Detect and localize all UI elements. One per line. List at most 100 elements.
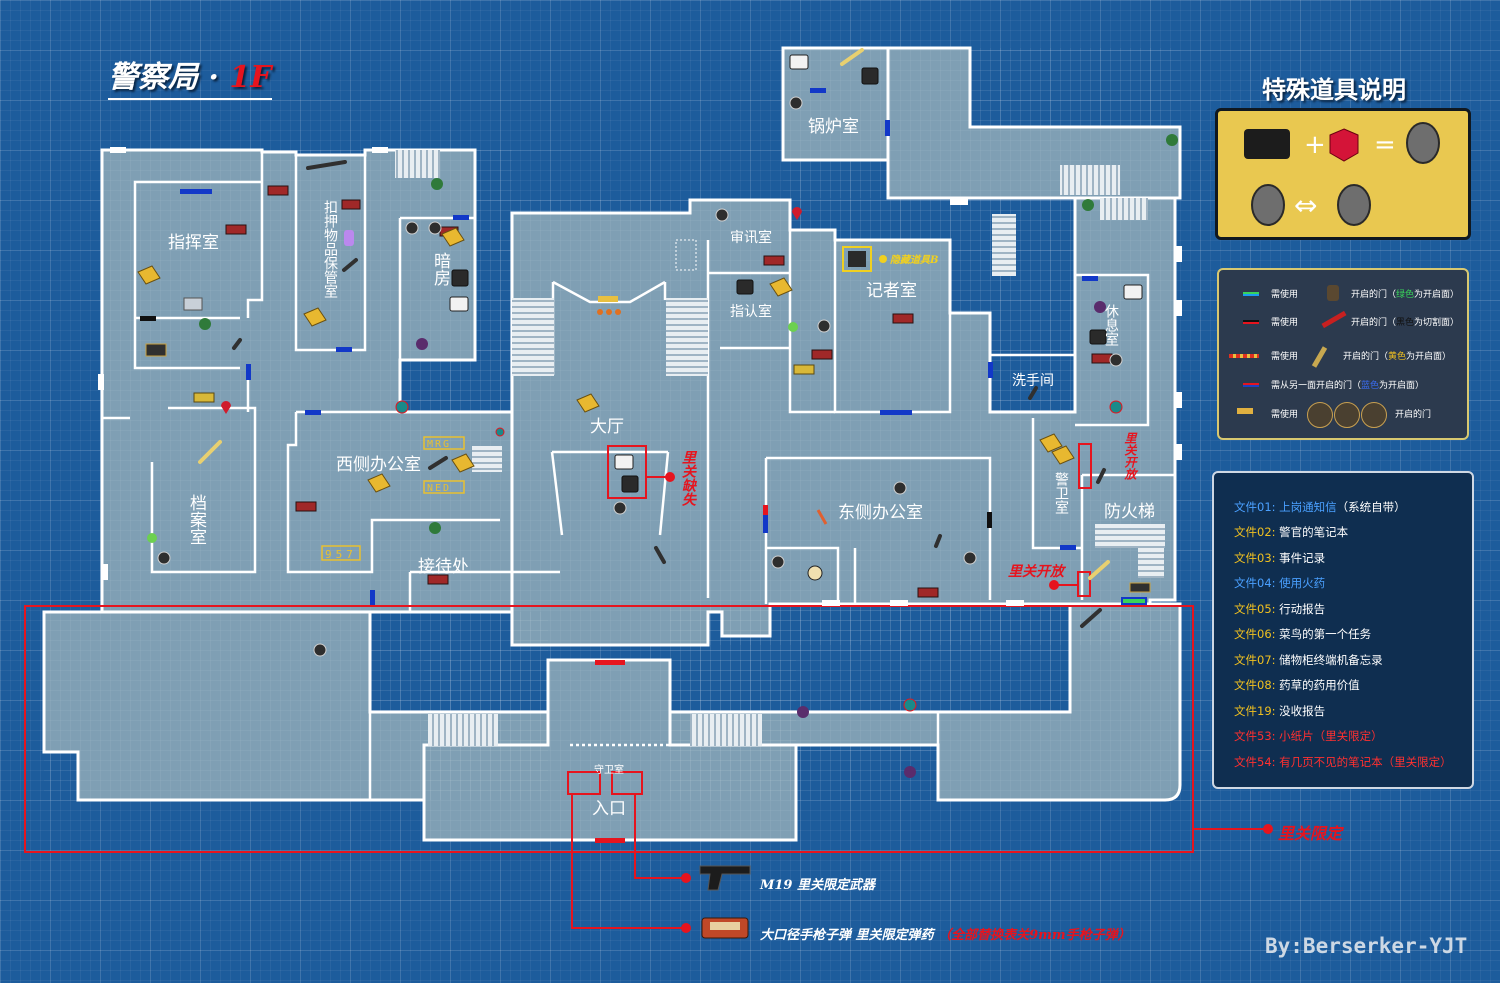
legend-row: 需使用 开启的门（黑色为切割面）: [1219, 308, 1467, 336]
crank-handle-icon: [1311, 346, 1328, 368]
swatch-red-blue: [1243, 383, 1259, 387]
medallion-slot-icon: [606, 309, 612, 315]
file-row: 文件05: 行动报告: [1234, 602, 1326, 616]
legend-row: 需从另一面开启的门（蓝色为开启面）: [1219, 371, 1467, 399]
label-code-mrg: MRG: [427, 439, 451, 450]
label-code-957: 957: [325, 548, 357, 561]
label-boiler: 锅炉室: [808, 117, 859, 137]
door-legend: 需使用 开启的门（绿色为开启面） 需使用 开启的门（黑色为切割面） 需使用 开启…: [1217, 268, 1469, 440]
swatch-gold-bar: [1237, 408, 1253, 414]
grenade-icon: [157, 96, 1123, 657]
label-command: 指挥室: [168, 233, 219, 253]
stairs-entrance-right: [690, 714, 762, 746]
floor-grid: [44, 48, 1180, 840]
file-row: 文件07: 储物柜终端机备忘录: [1234, 653, 1383, 667]
room-labels: 指挥室 西侧办公室 接待处 大厅 锅炉室 审讯室 指认室 记者室 洗手间 防火梯…: [168, 117, 1155, 819]
box-icon: [1244, 129, 1290, 159]
label-fire-escape: 防火梯: [1104, 502, 1155, 522]
equals-sign: =: [1374, 130, 1396, 160]
swap-sign: ⇔: [1294, 189, 1317, 222]
file-row: 文件04: 使用火药: [1234, 576, 1326, 590]
mannequin-icon: [395, 400, 1123, 712]
door-green-blue: [1121, 597, 1147, 605]
gun-part-icon: [232, 160, 1106, 628]
door-blue: [1060, 545, 1076, 550]
label-restroom: 洗手间: [1012, 373, 1054, 389]
interior-walls: [102, 48, 1175, 800]
door-red: [595, 660, 625, 665]
box-icon: [621, 475, 639, 493]
callout-ammo: 大口径手枪子弹 里关限定弹药 （全部替换表关9mm手枪子弹）: [760, 924, 1131, 943]
legend-row: 需使用 开启的门（绿色为开启面）: [1219, 280, 1467, 308]
door-blue: [763, 505, 768, 533]
medallion-icon: [1334, 402, 1360, 428]
label-west-office: 西侧办公室: [336, 455, 421, 475]
file-row: 文件08: 药草的药用价值: [1234, 678, 1360, 692]
green-herb-icon: [147, 322, 798, 543]
files-panel: 文件01: 上岗通知信（系统自带） 文件02: 警官的笔记本 文件03: 事件记…: [1212, 471, 1474, 789]
legend-desc: 开启的门（黑色为切割面）: [1351, 318, 1460, 328]
stairs-hall-left: [512, 298, 554, 376]
box-icon: [736, 279, 754, 295]
legend-desc: 开启的门（黄色为开启面）: [1343, 352, 1452, 362]
typewriter-icon: [614, 454, 634, 470]
label-east-office: 东侧办公室: [838, 503, 923, 523]
door-blue: [180, 189, 212, 194]
door-black: [987, 512, 992, 528]
swatch-blue-green: [1243, 292, 1259, 296]
callout-ammo-note: （全部替换表关9mm手枪子弹）: [938, 928, 1131, 943]
door-red: [595, 838, 625, 843]
label-sentry: 守卫室: [594, 763, 624, 776]
title-separator: ·: [208, 60, 219, 95]
swatch-black-red: [1243, 320, 1259, 324]
file-row: 文件54: 有几页不见的笔记本（里关限定）: [1234, 755, 1452, 769]
label-observation: 指认室: [730, 303, 772, 320]
door-blue: [305, 410, 321, 415]
bolt-cutter-icon: [1327, 285, 1339, 301]
door-blue: [1082, 276, 1098, 281]
label-entrance: 入口: [592, 799, 626, 819]
medallion-icon: [1307, 402, 1333, 428]
label-lounge: 休息室: [1103, 304, 1119, 346]
special-items-diagram: + = ⇔: [1244, 122, 1440, 226]
window-left-icon: [675, 239, 697, 271]
flare-icon: [816, 509, 828, 525]
stairs-northeast: [1060, 165, 1120, 195]
legend-need: 需从另一面开启的门（蓝色为开启面）: [1271, 381, 1425, 391]
legend-desc: 开启的门（绿色为开启面）: [1351, 290, 1460, 300]
box-icon: [861, 67, 879, 85]
red-jewel-icon: [1329, 128, 1359, 162]
code-lock-icon: [321, 436, 465, 561]
second-run-only-label: 里关限定: [1278, 824, 1343, 843]
label-open-2nd-b: 里关开放: [1008, 563, 1067, 580]
door-blue: [988, 362, 993, 378]
vertical-labels: 档案室 扣押物品保管室 暗房 休息室 警卫室 里关缺失 里关开放: [186, 200, 1137, 545]
stairs-fire-escape-2: [1138, 548, 1164, 578]
file-row: 文件19: 没收报告: [1234, 704, 1326, 718]
medallion-slot-icon: [597, 309, 603, 315]
door-blue: [810, 88, 826, 93]
label-hidden-item-b: 隐藏道具B: [890, 254, 938, 266]
large-caliber-ammo-icon: [701, 917, 749, 939]
bomb-icon: [807, 565, 823, 581]
legend-need: 需使用: [1271, 410, 1299, 420]
special-items-panel: + = ⇔: [1215, 108, 1471, 240]
medallion-slot-icon: [615, 309, 621, 315]
stairs-east-2: [1100, 198, 1148, 220]
door-blue: [246, 364, 251, 380]
callout-ammo-main: 大口径手枪子弹 里关限定弹药: [760, 928, 934, 943]
stairs-evidence: [395, 150, 440, 178]
crank-icon: [598, 296, 618, 302]
legend-desc: 开启的门: [1395, 410, 1432, 420]
herb-icon: [199, 134, 1178, 534]
medallion-icon: [1251, 184, 1285, 226]
legend-row: 需使用 开启的门（黄色为开启面）: [1219, 342, 1467, 370]
box-icon: [1089, 329, 1107, 345]
bolt-cutter-icon: [1321, 310, 1347, 329]
medallion-icon: [1406, 122, 1440, 164]
legend-need: 需使用: [1271, 290, 1299, 300]
book-icon: [183, 297, 203, 311]
hidden-item-b-icon: [848, 251, 866, 267]
file-row: 文件06: 菜鸟的第一个任务: [1234, 627, 1372, 641]
